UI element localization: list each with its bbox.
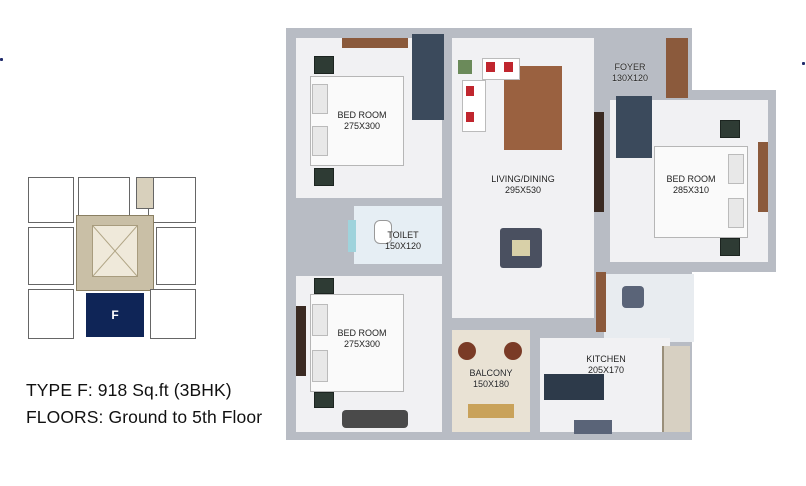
balcony-planter: [504, 342, 522, 360]
nightstand: [720, 238, 740, 256]
room-name: BED ROOM: [337, 110, 387, 120]
key-plan-unit: [28, 177, 74, 223]
room-dims: 295X530: [504, 185, 542, 195]
room-name: FOYER: [614, 62, 646, 72]
room-dims: 150X120: [384, 241, 422, 251]
room-toilet: [354, 206, 442, 264]
living-rug: [504, 66, 562, 150]
toilet-fixture: [374, 220, 392, 244]
cushion: [466, 112, 474, 122]
balcony-chairs: [468, 404, 514, 418]
nightstand: [720, 120, 740, 138]
floors-caption: FLOORS: Ground to 5th Floor: [26, 407, 263, 427]
key-plan-selected-unit: F: [86, 293, 144, 337]
room-dims: 205X170: [587, 365, 625, 375]
unit-type-caption: TYPE F: 918 Sq.ft (3BHK): [26, 380, 232, 400]
pillow: [312, 304, 328, 336]
cushion: [504, 62, 513, 72]
pillow: [312, 84, 328, 114]
label-kitchen: KITCHEN 205X170: [556, 354, 656, 376]
room-dims: 130X120: [611, 73, 649, 83]
kitchen-shelves: [662, 346, 690, 432]
key-plan-unit: [28, 289, 74, 339]
balcony-planter: [458, 342, 476, 360]
nightstand: [314, 392, 334, 408]
room-dims: 285X310: [672, 185, 710, 195]
cushion: [486, 62, 495, 72]
pillow: [728, 154, 744, 184]
utility-door: [596, 272, 606, 332]
room-name: BED ROOM: [666, 174, 716, 184]
floor-plan: BED ROOM 275X300 LIVING/DINING 295X530 F…: [282, 24, 778, 440]
label-bed-bottom-left: BED ROOM 275X300: [322, 328, 402, 350]
label-balcony: BALCONY 150X180: [452, 368, 530, 390]
plant: [458, 60, 472, 74]
room-name: BED ROOM: [337, 328, 387, 338]
washing-machine: [622, 286, 644, 308]
edge-mark-right: [802, 62, 805, 65]
label-foyer: FOYER 130X120: [590, 62, 670, 84]
room-dims: 275X300: [343, 121, 381, 131]
decor-panel: [594, 112, 604, 212]
kitchen-counter: [544, 374, 604, 400]
room-name: BALCONY: [469, 368, 513, 378]
room-name: TOILET: [387, 230, 419, 240]
nightstand: [314, 168, 334, 186]
wardrobe: [616, 96, 652, 158]
room-utility: [604, 274, 694, 342]
label-bed-top-left: BED ROOM 275X300: [322, 110, 402, 132]
key-plan-unit: [78, 177, 130, 219]
wardrobe: [412, 34, 444, 120]
edge-mark-left: [0, 58, 3, 61]
cushion: [466, 86, 474, 96]
nightstand: [314, 278, 334, 294]
key-plan: F: [26, 175, 198, 341]
label-bed-right: BED ROOM 285X310: [646, 174, 736, 196]
study-table: [342, 410, 408, 428]
entrance-door: [666, 38, 688, 98]
key-plan-unit: [148, 177, 196, 223]
key-plan-lobby: [92, 225, 138, 277]
nightstand: [314, 56, 334, 74]
room-name: LIVING/DINING: [491, 174, 555, 184]
key-plan-stair: [136, 177, 154, 209]
toilet-window: [348, 220, 356, 252]
key-plan-unit: [156, 227, 196, 285]
headboard-decor: [296, 306, 306, 376]
headboard-decor: [758, 142, 768, 212]
key-plan-unit: [150, 289, 196, 339]
headboard-decor: [342, 38, 408, 48]
label-living-dining: LIVING/DINING 295X530: [468, 174, 578, 196]
pillow: [312, 350, 328, 382]
pillow: [312, 126, 328, 156]
kitchen-sink: [574, 420, 612, 434]
pillow: [728, 198, 744, 228]
key-plan-unit: [28, 227, 74, 285]
label-toilet: TOILET 150X120: [368, 230, 438, 252]
room-name: KITCHEN: [586, 354, 626, 364]
room-dims: 150X180: [472, 379, 510, 389]
room-dims: 275X300: [343, 339, 381, 349]
dining-table-top: [512, 240, 530, 256]
